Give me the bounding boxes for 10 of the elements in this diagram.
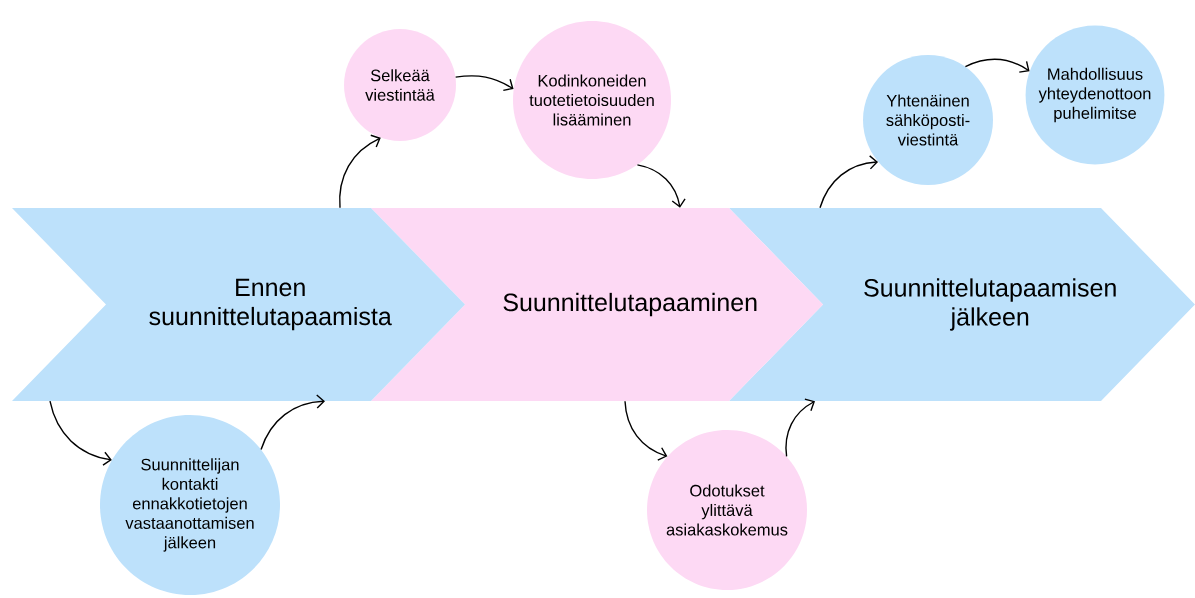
curved-arrow — [785, 398, 815, 458]
curved-arrow — [260, 394, 325, 451]
curved-arrow — [964, 58, 1030, 73]
curved-arrow — [636, 164, 686, 208]
curved-arrow — [339, 134, 381, 209]
curved-arrow — [624, 400, 668, 461]
phase-band: Ennen suunnittelutapaamista — [12, 208, 465, 401]
curved-arrow — [819, 155, 879, 209]
curved-arrow — [49, 400, 112, 466]
curved-arrow — [454, 75, 514, 91]
